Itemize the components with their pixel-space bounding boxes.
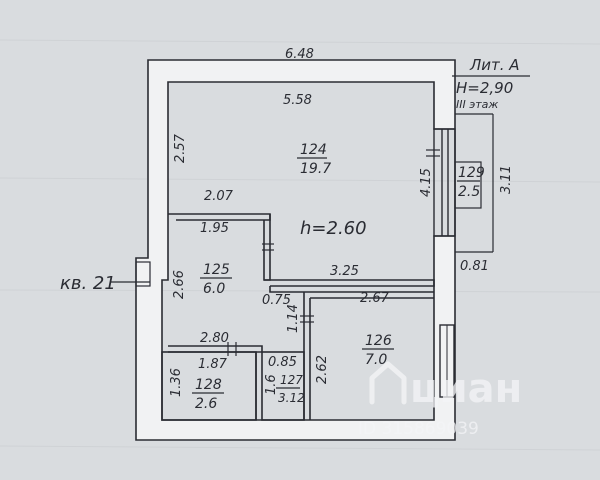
room-area: 2.5 bbox=[458, 184, 480, 200]
watermark-id: ID 315869039 bbox=[358, 419, 479, 439]
dim-inner-top: 5.58 bbox=[283, 93, 312, 108]
room-number: 125 bbox=[203, 262, 230, 278]
room-area: 3.12 bbox=[278, 391, 305, 405]
room-128: 128 2.6 bbox=[195, 377, 222, 412]
room-129: 129 2.5 bbox=[458, 165, 485, 200]
right-window-column bbox=[433, 128, 456, 237]
dimension-labels: 6.48 5.58 2.57 2.07 4.15 3.11 0.81 1.95 … bbox=[169, 47, 514, 397]
dim-room126-top: 2.67 bbox=[360, 291, 390, 306]
dim-right-wall: 4.15 bbox=[419, 168, 434, 197]
room-127: 127 3.12 bbox=[278, 373, 305, 405]
room-area: 19.7 bbox=[300, 161, 331, 177]
watermark: циан ID 315869039 bbox=[358, 361, 522, 439]
room-125: 125 6.0 bbox=[203, 262, 230, 297]
dim-right-ext: 3.11 bbox=[499, 165, 514, 194]
dim-room128-top: 1.87 bbox=[198, 357, 228, 372]
dim-outer-top: 6.48 bbox=[285, 47, 314, 62]
dim-hall-top: 2.07 bbox=[204, 189, 234, 204]
window-left bbox=[135, 261, 151, 287]
dim-room125-left: 2.66 bbox=[172, 270, 187, 299]
dim-corridor: 3.25 bbox=[330, 264, 359, 279]
room-129-outline bbox=[454, 161, 482, 209]
room-number: 127 bbox=[280, 373, 303, 387]
dim-room125-top: 1.95 bbox=[200, 221, 229, 236]
dimension-line-right bbox=[455, 113, 494, 253]
ceiling-height: h=2.60 bbox=[300, 218, 367, 239]
watermark-brand: циан bbox=[410, 366, 522, 412]
room-area: 2.6 bbox=[195, 396, 217, 412]
interior-walls bbox=[161, 213, 435, 421]
room-number: 124 bbox=[300, 142, 327, 158]
dim-room128-left: 1.36 bbox=[169, 368, 184, 397]
dim-right-bottom: 0.81 bbox=[460, 259, 489, 274]
room-126: 126 7.0 bbox=[365, 333, 392, 368]
lit-label: Лит. А bbox=[469, 56, 520, 74]
room-area: 7.0 bbox=[365, 352, 387, 368]
room-124: 124 19.7 bbox=[300, 142, 331, 177]
door-marks bbox=[227, 149, 440, 356]
header-block: Лит. А Н=2,90 III этаж bbox=[456, 56, 520, 111]
dim-room126-left: 2.62 bbox=[315, 355, 330, 384]
dim-room125-bottom: 2.80 bbox=[200, 331, 229, 346]
dim-left-upper: 2.57 bbox=[173, 133, 188, 163]
room-number: 126 bbox=[365, 333, 392, 349]
dim-room127-left: 1.6 bbox=[264, 374, 279, 395]
area-fraction-lines bbox=[192, 157, 480, 394]
dim-passage-h: 1.14 bbox=[286, 304, 301, 333]
room-number: 128 bbox=[195, 377, 222, 393]
height-label: Н=2,90 bbox=[456, 79, 513, 97]
paper-texture bbox=[0, 39, 600, 451]
dim-room127-top: 0.85 bbox=[268, 355, 297, 370]
room-area: 6.0 bbox=[203, 281, 225, 297]
apartment-label: кв. 21 bbox=[60, 273, 116, 294]
dim-passage: 0.75 bbox=[262, 293, 291, 308]
room-number: 129 bbox=[458, 165, 485, 181]
floor-label: III этаж bbox=[456, 98, 498, 111]
cian-logo-icon bbox=[369, 361, 407, 405]
